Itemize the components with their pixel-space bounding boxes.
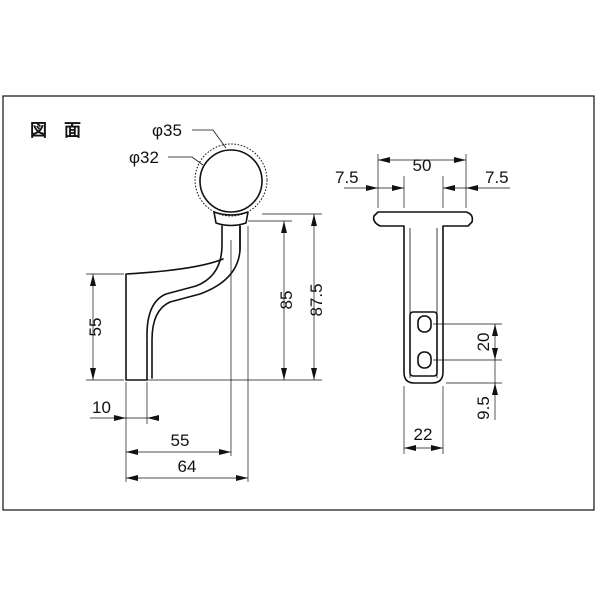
label-projection-64: 64 (178, 457, 197, 476)
label-base-22: 22 (414, 425, 433, 444)
arrow (281, 221, 287, 233)
ball-inner (199, 149, 263, 213)
arrow (404, 445, 416, 451)
arrow (492, 324, 498, 336)
label-edge-right: 7.5 (485, 168, 509, 187)
label-height-85: 85 (277, 291, 296, 310)
arrow (492, 348, 498, 360)
side-body (372, 211, 474, 384)
arrow (454, 157, 466, 163)
arrow (311, 368, 317, 380)
arrow (492, 383, 498, 395)
arm-profile (125, 225, 224, 381)
label-thickness-10: 10 (92, 398, 111, 417)
arrow (126, 449, 138, 455)
label-hole-spacing: 20 (474, 333, 493, 352)
arrow (443, 185, 455, 191)
drawing-title: 図 面 (30, 121, 81, 141)
ball-outer-dotted (194, 143, 268, 217)
arrow (311, 214, 317, 226)
arrow (90, 274, 96, 286)
arrow (431, 445, 443, 451)
arrow (90, 368, 96, 380)
arrow (366, 185, 378, 191)
arrow (114, 415, 126, 421)
mount-plate (409, 311, 438, 377)
label-width-50: 50 (413, 156, 432, 175)
front-view: φ35 φ32 55 85 87.5 10 (86, 121, 326, 482)
label-phi35: φ35 (152, 121, 182, 140)
arrow (466, 185, 478, 191)
side-view: 50 7.5 7.5 20 9.5 22 (335, 154, 510, 454)
leader-phi35 (192, 129, 227, 149)
label-phi32: φ32 (129, 148, 159, 167)
arrow (219, 449, 231, 455)
label-height-875: 87.5 (307, 283, 326, 316)
label-hole-bottom: 9.5 (474, 396, 493, 420)
ball-collar (213, 211, 249, 227)
arrow (147, 415, 159, 421)
arm-inner-edge (151, 225, 241, 379)
leader-phi32 (168, 156, 204, 166)
label-height-55: 55 (86, 318, 105, 337)
screw-hole-top (417, 315, 432, 333)
label-projection-55: 55 (171, 431, 190, 450)
screw-hole-bottom (417, 351, 432, 369)
arrow (281, 368, 287, 380)
label-edge-left: 7.5 (335, 168, 359, 187)
arrow (236, 475, 248, 481)
arrow (126, 475, 138, 481)
drawing-frame (2, 95, 595, 511)
arrow (392, 185, 404, 191)
arrow (378, 157, 390, 163)
